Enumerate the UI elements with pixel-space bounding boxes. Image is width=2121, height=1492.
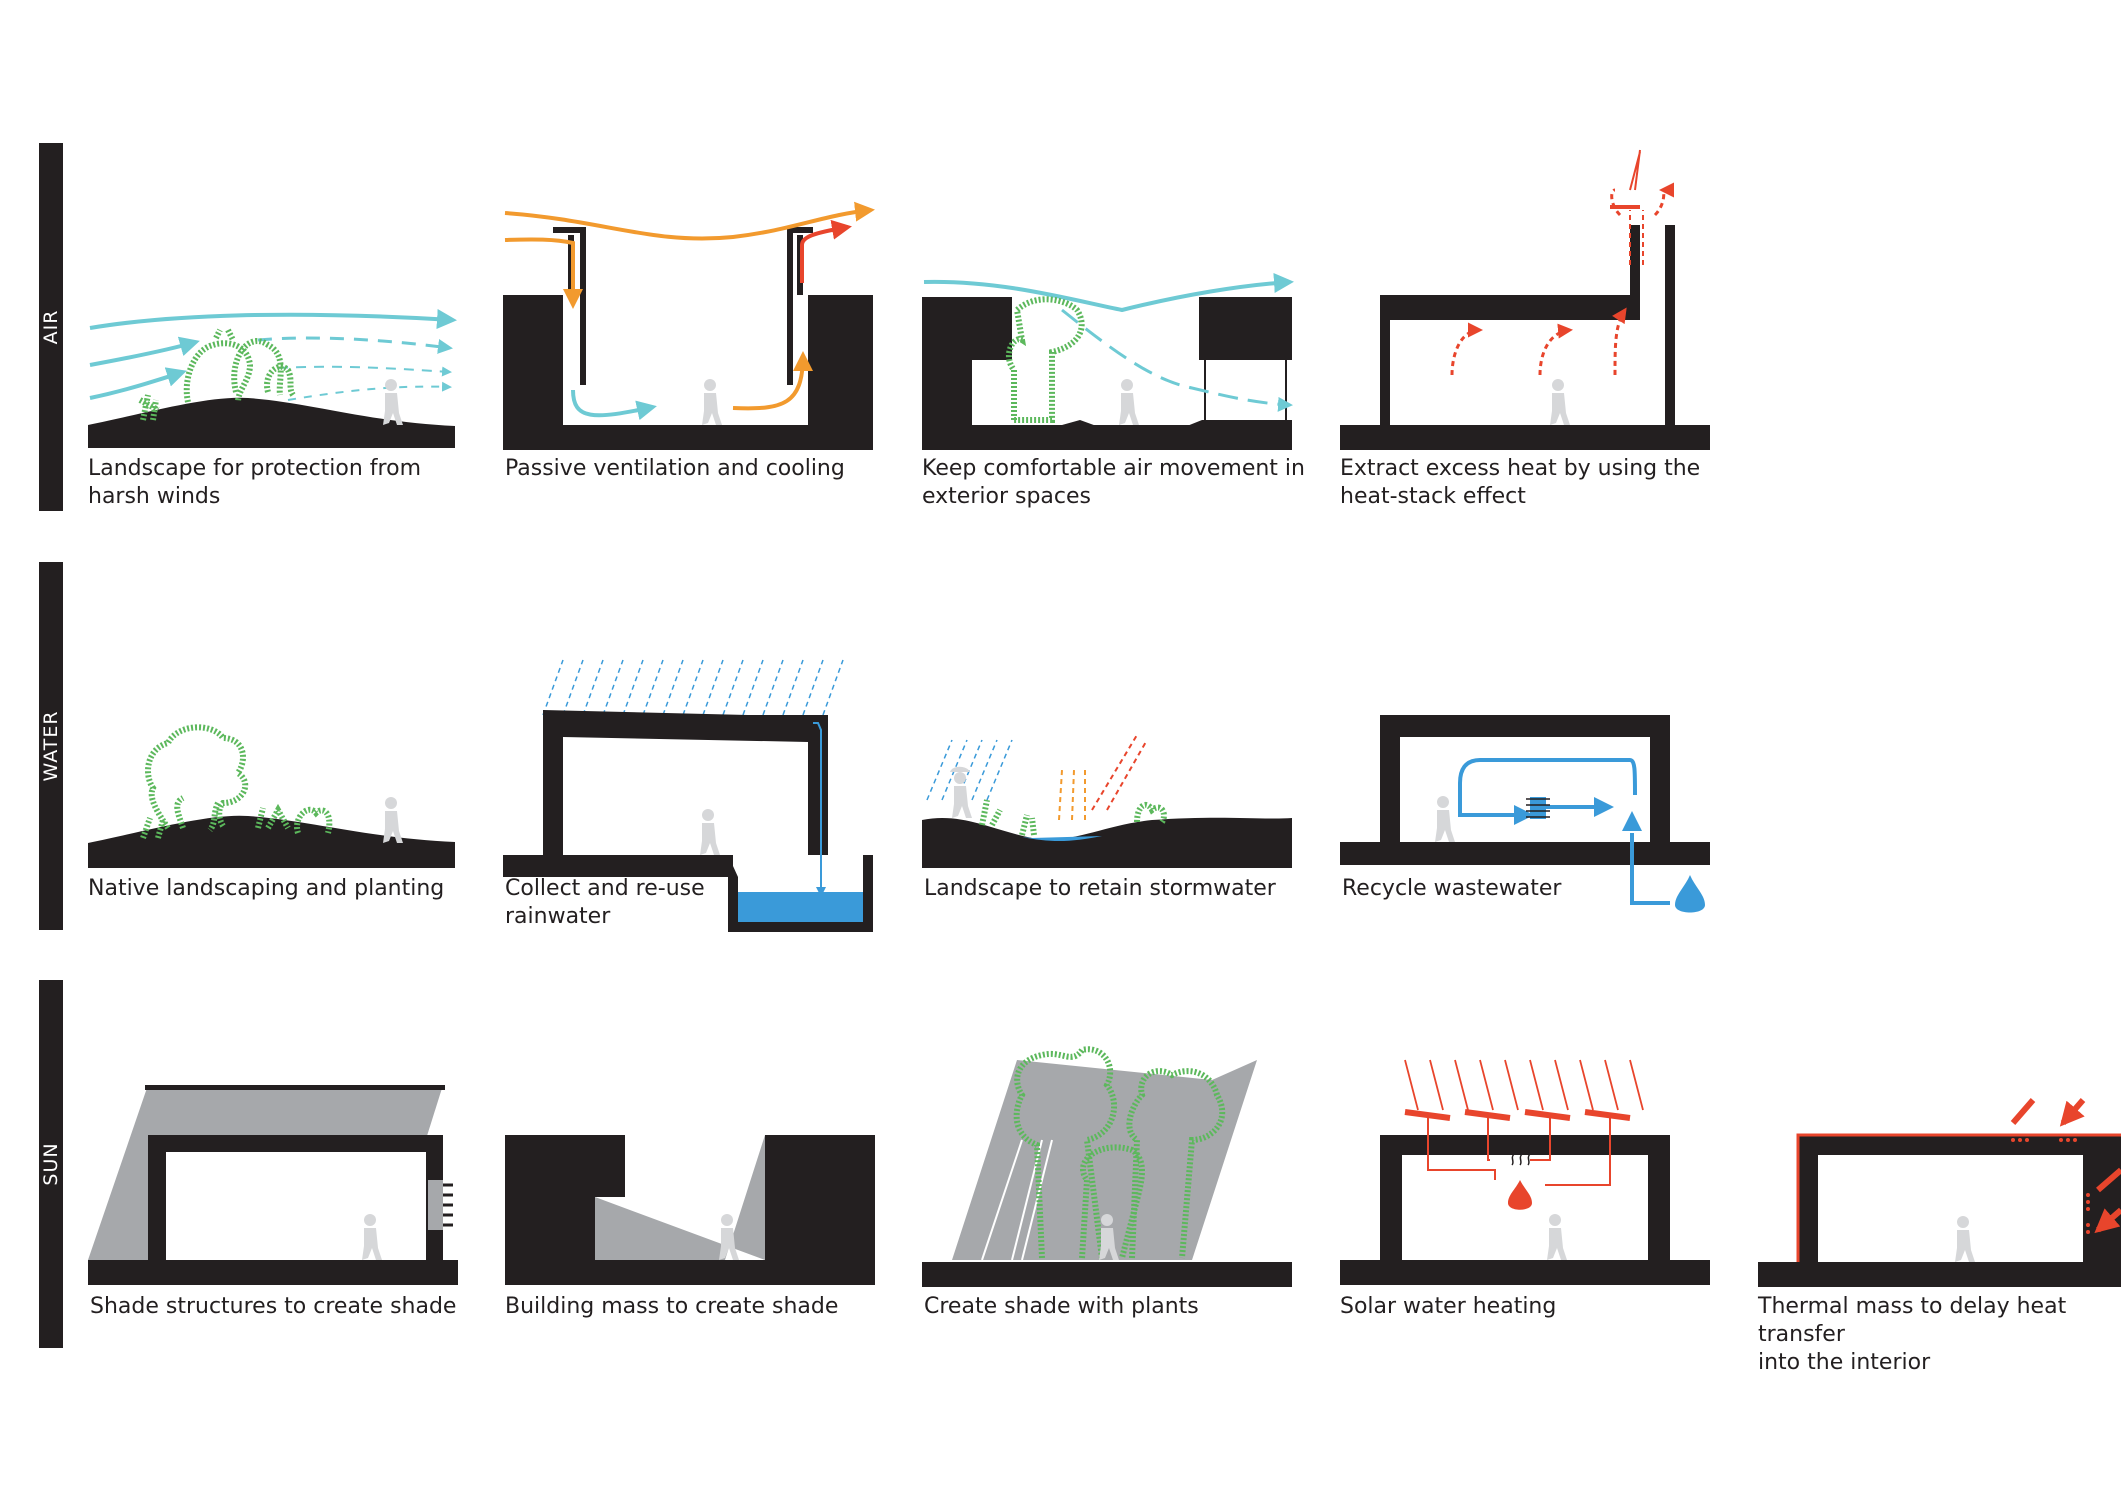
caption-heat-stack: Extract excess heat by using the heat-st… [1340, 456, 1701, 509]
row-bar-water [39, 562, 63, 930]
tree-icon [1006, 296, 1085, 423]
row-label-water: WATER [40, 710, 62, 782]
row-bar-air [39, 143, 63, 511]
panel-plant-shade [922, 1046, 1292, 1287]
panel-native-landscaping [88, 724, 455, 868]
person-icon [1550, 379, 1570, 425]
tree-icon [140, 724, 333, 839]
water-drop-icon [1675, 875, 1705, 913]
panel-heat-stack [1340, 149, 1710, 450]
person-icon [952, 772, 972, 818]
person-icon [702, 379, 722, 425]
terrain [88, 397, 455, 448]
caption-shade-structures: Shade structures to create shade [90, 1294, 457, 1319]
sun-ray-icon [1058, 734, 1148, 821]
row-label-sun: SUN [40, 1142, 62, 1186]
caption-solar-water-heating: Solar water heating [1340, 1294, 1557, 1319]
caption-passive-ventilation: Passive ventilation and cooling [505, 456, 845, 481]
panel-wind-protection [88, 309, 457, 448]
row-label-air: AIR [40, 309, 62, 345]
caption-rainwater-collection: Collect and re-use rainwater [505, 876, 705, 929]
person-icon [1547, 1214, 1567, 1260]
caption-native-landscaping: Native landscaping and planting [88, 876, 445, 901]
panel-exterior-air-movement [922, 273, 1294, 450]
panel-stormwater-retention [922, 734, 1292, 868]
water-drop-icon [1508, 1180, 1532, 1210]
shrub-icon [138, 328, 296, 421]
row-bar-sun [39, 980, 63, 1348]
caption-stormwater-retention: Landscape to retain stormwater [924, 876, 1276, 901]
tree-icon [1013, 1046, 1226, 1259]
rain-icon [542, 659, 844, 716]
panel-wastewater-recycle [1340, 715, 1710, 913]
caption-plant-shade: Create shade with plants [924, 1294, 1199, 1319]
person-icon [700, 809, 720, 855]
panel-shade-structures [88, 1085, 458, 1285]
panel-rainwater-collection [503, 659, 873, 932]
person-icon [1119, 379, 1139, 425]
panel-passive-ventilation [503, 201, 875, 450]
person-icon [1955, 1216, 1975, 1262]
person-icon [383, 379, 403, 425]
person-icon [383, 797, 403, 843]
caption-thermal-mass: Thermal mass to delay heat transfer into… [1758, 1294, 2067, 1375]
caption-wind-protection: Landscape for protection from harsh wind… [88, 456, 421, 509]
panel-solar-water-heating [1340, 1059, 1710, 1285]
sun-ray-icon [1404, 1059, 1644, 1111]
panel-building-mass-shade [505, 1135, 875, 1285]
wind-arrow-icon [89, 309, 457, 330]
panel-thermal-mass [1758, 1098, 2121, 1287]
filter-icon [1526, 797, 1550, 819]
caption-exterior-air-movement: Keep comfortable air movement in exterio… [922, 456, 1305, 509]
person-icon [1435, 796, 1455, 842]
caption-building-mass-shade: Building mass to create shade [505, 1294, 839, 1319]
caption-wastewater-recycle: Recycle wastewater [1342, 876, 1562, 901]
